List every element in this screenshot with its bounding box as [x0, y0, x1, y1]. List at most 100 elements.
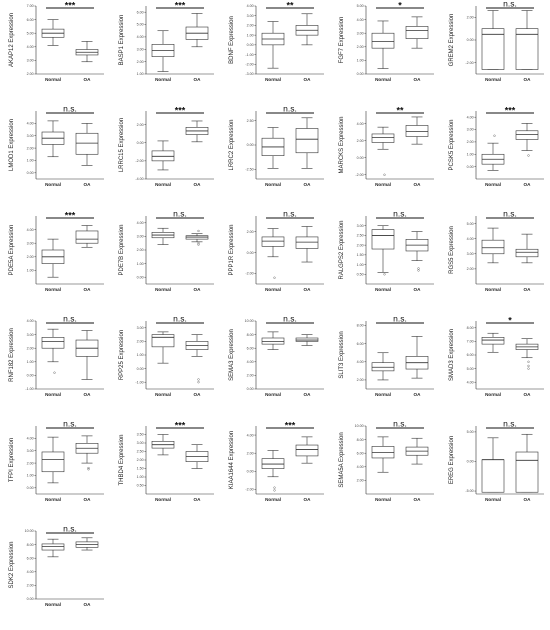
x-tick-label: Normal: [155, 497, 171, 502]
y-tick-label: 10.00: [355, 424, 364, 428]
y-tick-label: 2.50: [357, 234, 364, 238]
y-tick-label: 2.00: [247, 374, 254, 378]
y-tick-label: -1.00: [245, 53, 253, 57]
box-normal: [481, 10, 505, 70]
y-axis-label: RGS5 Expression: [449, 226, 455, 274]
significance-label: n.s.: [63, 105, 77, 114]
box-normal: [41, 238, 65, 278]
box-normal: [261, 331, 285, 350]
y-tick-label: 2.00: [357, 45, 364, 49]
y-tick-label: 6.00: [247, 346, 254, 350]
y-tick-label: -1.00: [25, 387, 33, 391]
y-tick-label: 4.00: [27, 570, 34, 574]
x-tick-label: OA: [84, 497, 92, 502]
y-axis-label: AKAP12 Expression: [9, 13, 15, 67]
x-tick-label: OA: [304, 287, 312, 292]
y-tick-label: 5.00: [467, 222, 474, 226]
y-tick-label: -3.00: [245, 72, 253, 76]
y-tick-label: 4.00: [137, 221, 144, 225]
y-tick-label: 2.00: [467, 16, 474, 20]
x-tick-label: OA: [84, 182, 92, 187]
y-tick-label: 1.00: [137, 72, 144, 76]
significance-label: n.s.: [503, 0, 517, 9]
x-tick-label: Normal: [375, 497, 391, 502]
y-tick-label: 3.00: [27, 134, 34, 138]
box-iqr: [295, 128, 319, 154]
x-tick-label: OA: [414, 287, 422, 292]
box-oa: [295, 226, 319, 263]
x-tick-label: Normal: [485, 287, 501, 292]
box-oa: [75, 225, 99, 248]
y-tick-label: 10.00: [25, 529, 34, 533]
y-tick-label: 2.00: [27, 255, 34, 259]
x-tick-label: OA: [304, 182, 312, 187]
outlier-point: [527, 154, 530, 157]
x-tick-label: Normal: [375, 182, 391, 187]
outlier-point: [527, 360, 530, 363]
x-tick-label: Normal: [265, 182, 281, 187]
y-tick-label: 3.50: [137, 433, 144, 437]
y-tick-label: 1.50: [137, 467, 144, 471]
outlier-point: [417, 269, 420, 272]
y-tick-label: 3.00: [27, 449, 34, 453]
y-tick-label: 0.50: [137, 484, 144, 488]
outlier-point: [197, 229, 200, 233]
box-oa: [405, 336, 429, 379]
y-tick-label: 1.00: [27, 159, 34, 163]
box-oa: [405, 16, 429, 49]
x-tick-label: OA: [524, 497, 532, 502]
outlier-point: [273, 276, 276, 279]
outlier-point: [53, 371, 56, 374]
y-tick-label: 3.00: [137, 441, 144, 445]
x-tick-label: OA: [414, 77, 422, 82]
y-tick-label: 3.00: [467, 128, 474, 132]
y-axis-label: PDE5A Expression: [9, 225, 15, 276]
y-tick-label: 3.00: [357, 31, 364, 35]
box-iqr: [481, 337, 505, 345]
outlier-point: [197, 242, 200, 245]
y-tick-label: 2.00: [27, 584, 34, 588]
y-axis-label: SEMA3 Expression: [229, 329, 235, 381]
outlier-point: [197, 381, 200, 384]
box-normal: [481, 134, 505, 171]
outlier-point: [273, 489, 276, 492]
box-oa: [295, 436, 319, 464]
x-tick-label: OA: [84, 287, 92, 292]
y-tick-label: 1.00: [27, 269, 34, 273]
box-normal: [41, 19, 65, 46]
y-tick-label: 1.00: [137, 475, 144, 479]
box-normal: [151, 140, 175, 171]
y-tick-label: 1.00: [357, 263, 364, 267]
box-normal: [151, 30, 175, 72]
y-tick-label: 0.00: [247, 251, 254, 255]
y-tick-label: 2.00: [467, 140, 474, 144]
box-normal: [371, 126, 395, 176]
y-tick-label: -2.00: [245, 272, 253, 276]
y-tick-label: 4.00: [247, 433, 254, 437]
x-tick-label: Normal: [485, 182, 501, 187]
box-normal: [151, 227, 175, 245]
y-tick-label: 2.00: [137, 248, 144, 252]
y-tick-label: 0.00: [27, 171, 34, 175]
x-tick-label: Normal: [485, 77, 501, 82]
outlier-point: [493, 134, 496, 137]
y-tick-label: 0.00: [247, 43, 254, 47]
x-tick-label: OA: [304, 392, 312, 397]
significance-label: n.s.: [393, 210, 407, 219]
y-tick-label: 5.00: [467, 367, 474, 371]
y-tick-label: 6.00: [467, 353, 474, 357]
y-axis-label: KIAA1644 Expression: [229, 431, 235, 489]
box-normal: [481, 227, 505, 264]
